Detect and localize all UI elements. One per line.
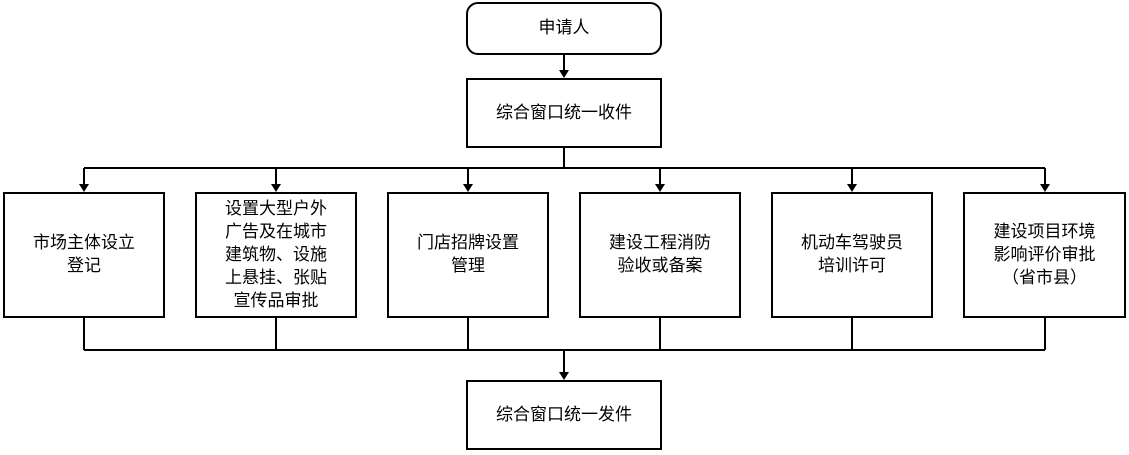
process-box-label: 建设项目环境 影响评价审批 （省市县）	[993, 221, 1096, 288]
output-node-label: 综合窗口统一发件	[496, 404, 632, 425]
process-box-label: 设置大型户外 广告及在城市 建筑物、设施 上悬挂、张贴 宣传品审批	[225, 198, 327, 311]
intake-node-label: 综合窗口统一收件	[496, 102, 632, 123]
output-node: 综合窗口统一发件	[466, 380, 662, 450]
intake-node: 综合窗口统一收件	[466, 78, 662, 148]
process-box-6: 建设项目环境 影响评价审批 （省市县）	[963, 192, 1126, 318]
process-box-5: 机动车驾驶员 培训许可	[771, 192, 933, 318]
arrowhead	[271, 184, 281, 192]
arrowhead	[847, 184, 857, 192]
process-box-1: 市场主体设立 登记	[3, 192, 165, 318]
process-box-label: 建设工程消防 验收或备案	[609, 233, 711, 276]
process-box-2: 设置大型户外 广告及在城市 建筑物、设施 上悬挂、张贴 宣传品审批	[195, 192, 357, 318]
process-box-4: 建设工程消防 验收或备案	[579, 192, 741, 318]
process-box-label: 门店招牌设置 管理	[417, 233, 519, 276]
process-box-label: 市场主体设立 登记	[33, 233, 135, 276]
arrowhead	[1040, 184, 1050, 192]
start-node-applicant: 申请人	[466, 2, 662, 55]
process-box-label: 机动车驾驶员 培训许可	[801, 233, 903, 276]
arrowhead	[559, 372, 569, 380]
arrowhead	[463, 184, 473, 192]
arrowhead	[559, 70, 569, 78]
arrowhead	[79, 184, 89, 192]
start-node-label: 申请人	[538, 18, 590, 38]
arrowhead	[655, 184, 665, 192]
process-box-3: 门店招牌设置 管理	[387, 192, 549, 318]
